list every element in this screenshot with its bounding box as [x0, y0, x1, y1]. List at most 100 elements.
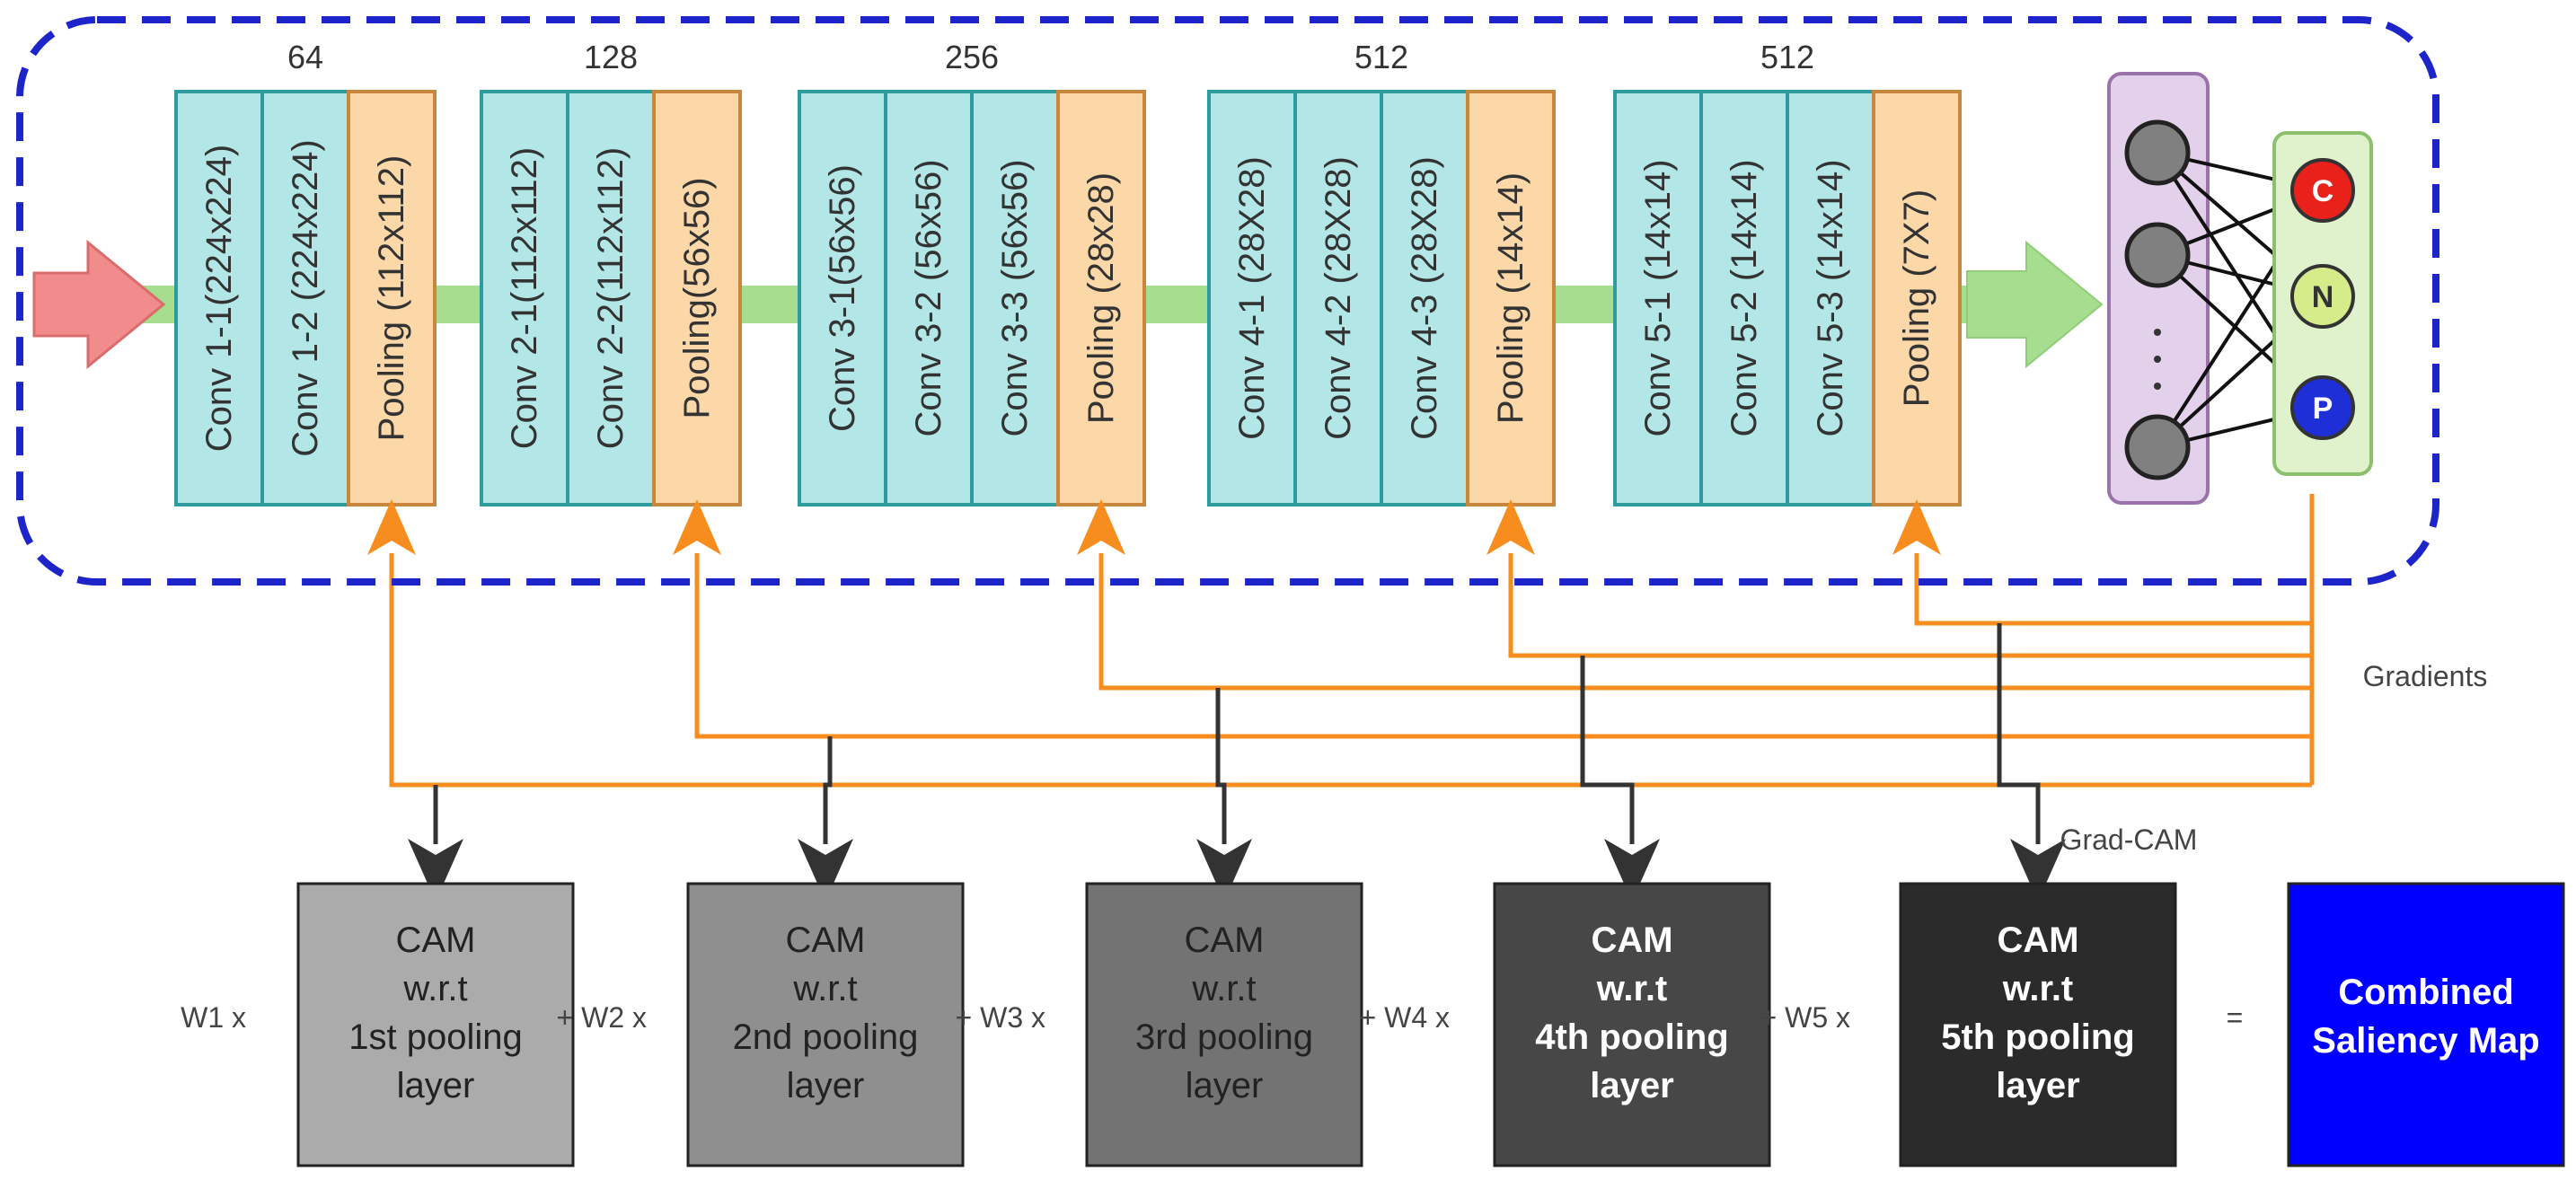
- cam-weight-label: + W3 x: [956, 1001, 1045, 1034]
- cam-box-text: layer: [397, 1066, 475, 1105]
- conv-layer-label: Conv 2-2(112x112): [591, 147, 631, 449]
- filter-count-label: 512: [1760, 39, 1814, 75]
- cam-box-text: layer: [787, 1066, 865, 1105]
- pooling-layer: [1056, 90, 1146, 506]
- conv-layer-label: Conv 3-3 (56x56): [995, 159, 1035, 436]
- cam-weight-label: + W5 x: [1760, 1001, 1850, 1034]
- gradient-arrow-block-3: [1077, 499, 1125, 555]
- conv-block-5: Conv 5-1 (14x14)Conv 5-2 (14x14)Conv 5-3…: [1613, 90, 1962, 506]
- conv-layer: [884, 90, 974, 506]
- cam-box-text: CAM: [1185, 920, 1265, 960]
- cam-box-bg: [296, 882, 575, 1167]
- pooling-layer: [1872, 90, 1962, 506]
- cam-box-bg: [686, 882, 965, 1167]
- gradient-line-block-5: [1914, 553, 2312, 626]
- conv-layer: [174, 90, 264, 506]
- gradients-label: Gradients: [2363, 660, 2488, 692]
- pooling-layer-label: Pooling (14x14): [1491, 172, 1531, 424]
- cam-arrow-2: [798, 839, 853, 902]
- conv-layer: [1293, 90, 1383, 506]
- ellipsis-dot: [2154, 383, 2161, 390]
- cam-box-text: 5th pooling: [1941, 1017, 2135, 1057]
- input-arrow: [32, 239, 166, 370]
- flow-arrow-to-fc: [1966, 240, 2104, 369]
- cam-arrow-3: [1196, 839, 1252, 902]
- conv-layer: [1380, 90, 1469, 506]
- conv-layer-label: Conv 4-2 (28X28): [1319, 156, 1358, 440]
- cam-box-5: CAM w.r.t 5th pooling layer: [1899, 882, 2177, 1167]
- cam-weight-label: W1 x: [181, 1001, 246, 1034]
- gradient-arrow-block-2: [673, 499, 721, 555]
- cam-box-text: 4th pooling: [1535, 1017, 1729, 1057]
- cam-box-text: w.r.t: [1596, 969, 1668, 1008]
- cam-box-text: 1st pooling: [348, 1017, 522, 1057]
- cam-box-text: 2nd pooling: [733, 1017, 919, 1057]
- gradient-arrow-block-1: [367, 499, 416, 555]
- conv-block-4: Conv 4-1 (28X28)Conv 4-2 (28X28)Conv 4-3…: [1207, 90, 1556, 506]
- cam-connector-3: [1215, 688, 1227, 844]
- fc-neuron: [2124, 222, 2191, 288]
- cam-box-text: CAM: [1591, 920, 1672, 960]
- conv-layer-label: Conv 2-1(112x112): [505, 147, 544, 449]
- ellipsis-dot: [2154, 329, 2161, 336]
- cam-box-text: layer: [1590, 1066, 1673, 1105]
- cam-arrow-5: [2010, 839, 2066, 902]
- output-neuron-p: [2290, 375, 2355, 440]
- arrowheads: [367, 499, 2066, 902]
- gradient-arrow-block-5: [1892, 499, 1941, 555]
- cam-box-4: CAM w.r.t 4th pooling layer: [1493, 882, 1771, 1167]
- cam-row: CAM w.r.t 1st pooling layer CAM w.r.t 2nd pool…: [296, 882, 2565, 1167]
- cam-box-bg: [1899, 882, 2177, 1167]
- conv-layer-label: Conv 1-2 (224x224): [286, 139, 325, 457]
- cam-box-text: CAM: [786, 920, 866, 960]
- cam-box-text: layer: [1996, 1066, 2079, 1105]
- filter-count-label: 128: [584, 39, 638, 75]
- fc-neuron: [2124, 119, 2191, 186]
- conv-layer: [566, 90, 656, 506]
- gradcam-label: Grad-CAM: [2060, 823, 2198, 856]
- ellipsis-dot: [2154, 356, 2161, 363]
- cam-box-text: w.r.t: [2002, 969, 2074, 1008]
- conv-layer: [1613, 90, 1703, 506]
- combined-saliency-bg: [2287, 882, 2565, 1167]
- conv-layer-label: Conv 4-1 (28X28): [1232, 156, 1272, 440]
- gradient-arrow-block-4: [1486, 499, 1535, 555]
- cam-weight-label: + W2 x: [557, 1001, 647, 1034]
- cam-connector-2: [823, 736, 833, 844]
- conv-layer: [1786, 90, 1875, 506]
- conv-block-2: Conv 2-1(112x112)Conv 2-2(112x112)Poolin…: [480, 90, 742, 506]
- gradient-line-block-2: [694, 553, 2312, 739]
- flow-lines: [389, 494, 2315, 844]
- cam-box-text: CAM: [1997, 920, 2078, 960]
- output-label: P: [2313, 392, 2333, 426]
- gradient-line-block-1: [389, 553, 2312, 788]
- conv-layer: [480, 90, 569, 506]
- combined-saliency-text: Saliency Map: [2312, 1021, 2539, 1061]
- cam-box-text: w.r.t: [1191, 969, 1256, 1008]
- conv-layer: [1207, 90, 1297, 506]
- output-neuron-c: [2290, 158, 2355, 223]
- conv-layer: [970, 90, 1060, 506]
- dashed-network-border: [16, 16, 2439, 586]
- conv-block-3: Conv 3-1(56x56)Conv 3-2 (56x56)Conv 3-3 …: [798, 90, 1146, 506]
- cam-box-text: CAM: [396, 920, 476, 960]
- conv-block-1: Conv 1-1(224x224)Conv 1-2 (224x224)Pooli…: [174, 90, 437, 506]
- cam-arrow-4: [1604, 839, 1660, 902]
- filter-count-label: 512: [1354, 39, 1408, 75]
- fc-neuron: [2124, 414, 2191, 480]
- cam-box-bg: [1085, 882, 1363, 1167]
- output-label: C: [2312, 174, 2334, 208]
- cam-connector-4: [1580, 656, 1635, 844]
- output-layer: CNP: [2272, 131, 2373, 476]
- filter-count-label: 64: [287, 39, 323, 75]
- conv-layer-label: Conv 3-2 (56x56): [909, 159, 948, 436]
- filter-count-label: 256: [945, 39, 999, 75]
- pooling-layer-label: Pooling (7X7): [1897, 189, 1936, 407]
- pooling-layer-label: Pooling (28x28): [1081, 172, 1121, 424]
- conv-layer-label: Conv 1-1(224x224): [199, 145, 239, 452]
- cam-connector-5: [1997, 623, 2041, 844]
